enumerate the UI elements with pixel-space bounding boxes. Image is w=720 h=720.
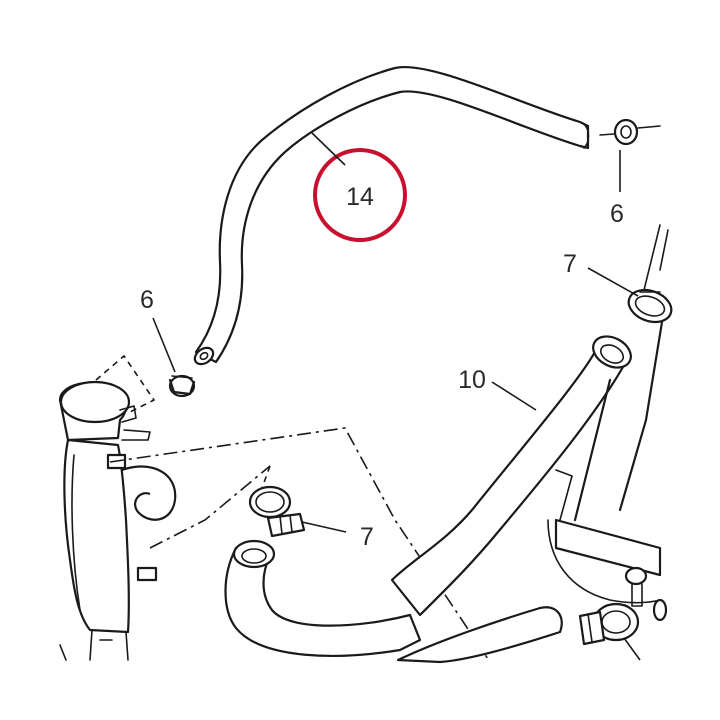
callout-6-left: 6 [140, 286, 154, 314]
hose-10[interactable] [390, 330, 636, 617]
leader-lines [152, 132, 641, 661]
callout-10: 10 [458, 366, 486, 394]
callout-6-right: 6 [610, 200, 624, 228]
clamp-7-center[interactable] [248, 485, 306, 538]
radiator-assembly[interactable] [547, 224, 669, 622]
hose-14[interactable] [192, 65, 590, 367]
highlight-circle [313, 148, 407, 242]
clamp-7-right[interactable] [624, 284, 676, 327]
expansion-tank[interactable] [58, 380, 177, 661]
routing-lines [95, 354, 491, 663]
callout-7-right: 7 [563, 250, 577, 278]
clamp-6-right[interactable] [599, 118, 661, 146]
callout-14: 14 [346, 183, 374, 211]
hose-lower-left[interactable] [224, 539, 422, 657]
hose-lower-right[interactable] [396, 602, 640, 664]
callout-7-center: 7 [360, 523, 374, 551]
clamp-6-left[interactable] [168, 374, 196, 398]
